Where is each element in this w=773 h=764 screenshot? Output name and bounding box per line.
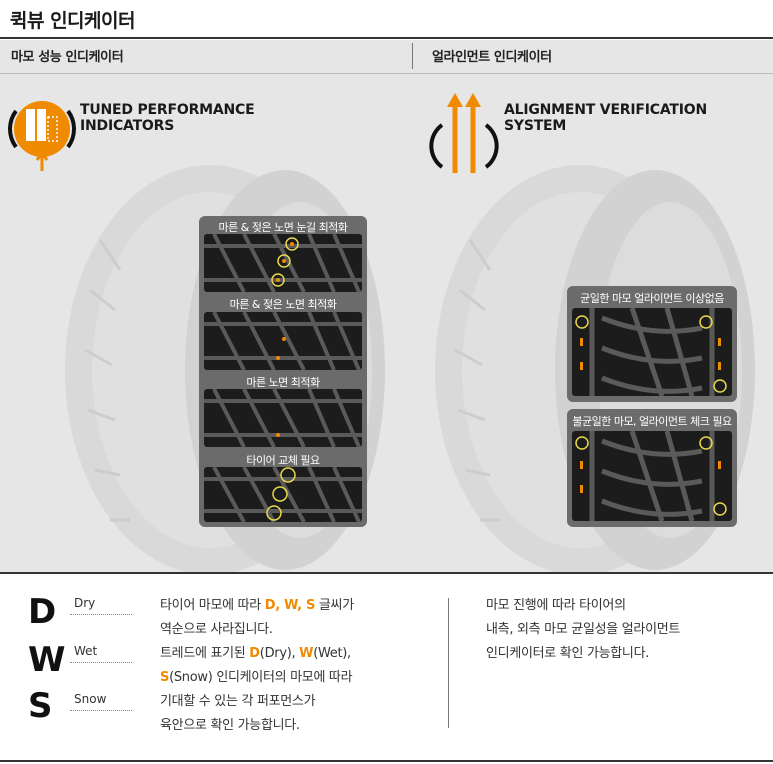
tread-pattern-3 [204,389,362,447]
dws-desc-line1: 타이어 마모에 따라 D, W, S 글씨가 [160,594,354,618]
dws-desc-line4: S(Snow) 인디케이터의 마모에 따라 [160,666,354,690]
wear-caption-4: 타이어 교체 필요 [246,454,320,467]
dws-desc-s-letter: S [160,670,170,685]
alignment-description: 마모 진행에 따라 타이어의 내측, 외측 마모 균일성을 얼라이먼트 인디케이… [486,594,680,666]
tread-sample-3 [204,389,362,447]
alignment-uniform-panel: 균일한 마모 얼라이먼트 이상없음 [567,286,737,402]
dws-desc-line1-a: 타이어 마모에 따라 [160,598,265,613]
page-title: 퀵뷰 인디케이터 [10,10,135,32]
dws-dots-2 [70,662,132,663]
alignment-desc-line3: 인디케이터로 확인 가능합니다. [486,646,650,661]
dws-desc-d-letter: D [249,646,260,661]
dws-letter-s: S [28,686,53,726]
dws-letter-d: D [28,592,57,632]
dws-desc-line6: 육안으로 확인 가능합니다. [160,718,300,733]
dws-desc-line3-a: 트레드에 표기된 [160,646,250,661]
left-feature-line1: TUNED PERFORMANCE [80,102,255,118]
dws-dots-3 [70,710,132,711]
left-feature-line2: INDICATORS [80,118,175,134]
dws-description: 타이어 마모에 따라 D, W, S 글씨가 역순으로 사라집니다. 트레드에 … [160,594,354,738]
dws-desc-line3: 트레드에 표기된 D(Dry), W(Wet), [160,642,354,666]
dws-desc-line1-highlight: D, W, S [264,598,316,613]
alignment-desc-line2: 내측, 외측 마모 균일성을 얼라이먼트 [486,622,681,637]
dws-word-dry: Dry [74,596,96,610]
header-divider [412,43,413,69]
wear-indicator-stack: 마른 & 젖은 노면 눈길 최적화 마른 & 젖은 노면 최적화 [199,216,367,527]
description-divider [448,598,449,728]
alignment-pattern-1 [575,308,727,396]
tread-pattern-1 [204,234,362,292]
right-feature-line1: ALIGNMENT VERIFICATION [504,102,707,118]
left-feature-title: TUNED PERFORMANCE INDICATORS [80,102,255,134]
right-feature-title: ALIGNMENT VERIFICATION SYSTEM [504,102,707,134]
alignment-tread-2 [572,431,732,521]
dws-letter-w: W [28,640,66,680]
right-section-header: 얼라인먼트 인디케이터 [432,50,552,65]
header-rule [0,73,773,74]
dws-desc-line5: 기대할 수 있는 각 퍼포먼스가 [160,694,316,709]
dws-word-wet: Wet [74,644,98,658]
alignment-uneven-panel: 불균일한 마모, 얼라이먼트 체크 필요 [567,409,737,527]
tread-sample-2 [204,312,362,370]
tread-pattern-4 [204,467,362,522]
tread-sample-1 [204,234,362,292]
tread-wear-indicator-icon [8,101,76,171]
alignment-desc-line1: 마모 진행에 따라 타이어의 [486,598,626,613]
alignment-caption-2: 불균일한 마모, 얼라이먼트 체크 필요 [572,415,732,428]
title-rule [0,37,773,39]
alignment-pattern-2 [575,431,727,521]
alignment-caption-1: 균일한 마모 얼라이먼트 이상없음 [580,292,724,305]
alignment-tread-1 [572,308,732,396]
dws-word-snow: Snow [74,692,107,706]
tread-pattern-2 [204,312,362,370]
wear-caption-3: 마른 노면 최적화 [246,376,320,389]
alignment-arrows-icon [429,93,499,173]
left-section-header: 마모 성능 인디케이터 [11,50,124,65]
indicator-panel: 마모 성능 인디케이터 얼라인먼트 인디케이터 TUNED PERFORMANC… [0,40,773,572]
dws-desc-line1-b: 글씨가 [315,598,354,613]
description-top-rule [0,572,773,574]
description-panel: D Dry W Wet S Snow 타이어 마모에 따라 D, W, S 글씨… [0,572,773,764]
dws-desc-s-word: (Snow) 인디케이터의 마모에 따라 [169,670,353,685]
dws-desc-line2: 역순으로 사라집니다. [160,622,273,637]
dws-desc-d-word: (Dry), [259,646,300,661]
tread-sample-4 [204,467,362,522]
dws-dots-1 [70,614,132,615]
description-bottom-rule [0,760,773,762]
dws-desc-w-word: (Wet), [313,646,351,661]
right-feature-line2: SYSTEM [504,118,567,134]
dws-desc-w-letter: W [299,646,314,661]
wear-caption-2: 마른 & 젖은 노면 최적화 [229,298,337,311]
wear-caption-1: 마른 & 젖은 노면 눈길 최적화 [218,221,348,234]
